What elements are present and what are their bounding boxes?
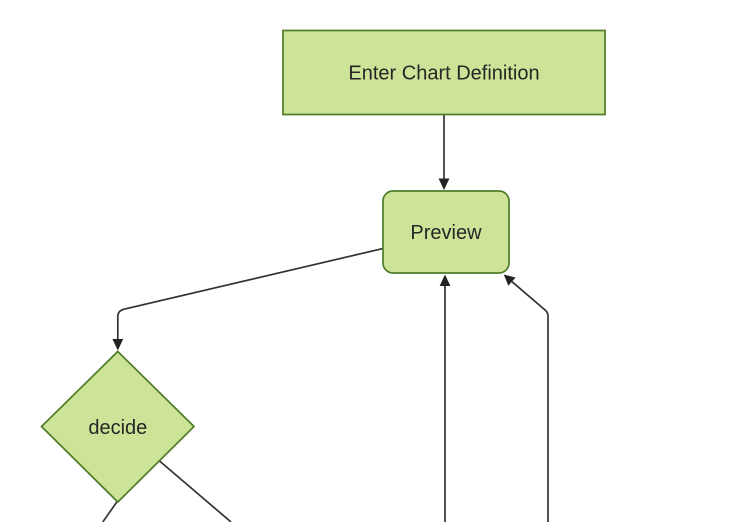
node-decide: decide xyxy=(40,350,196,504)
edge-decide-to-offscreen-bottom-left xyxy=(102,501,118,522)
edge-offscreen-bottom-right-to-preview xyxy=(503,274,549,522)
node-label: decide xyxy=(88,417,147,439)
edge-offscreen-bottom-to-preview xyxy=(439,274,451,522)
rounded-rectangle-shape xyxy=(382,190,510,274)
node-label: Enter Chart Definition xyxy=(348,63,539,85)
node-label: Preview xyxy=(410,222,482,244)
edge-line xyxy=(511,281,549,522)
edge-line xyxy=(102,501,118,522)
edge-definition-to-preview xyxy=(438,114,450,190)
arrowhead-down-icon xyxy=(438,178,450,190)
edge-line xyxy=(116,247,384,340)
arrowhead-down-icon xyxy=(112,339,124,351)
rectangle-shape xyxy=(282,29,606,116)
arrowhead-up-left-icon xyxy=(503,274,516,286)
node-preview: Preview xyxy=(382,190,510,274)
diamond-shape xyxy=(40,350,196,504)
edge-line xyxy=(157,458,232,522)
node-enter-chart-definition: Enter Chart Definition xyxy=(282,29,606,116)
edge-preview-to-decide xyxy=(112,247,384,351)
edge-decide-to-offscreen-bottom-right xyxy=(157,458,232,522)
arrowhead-up-icon xyxy=(439,274,451,286)
